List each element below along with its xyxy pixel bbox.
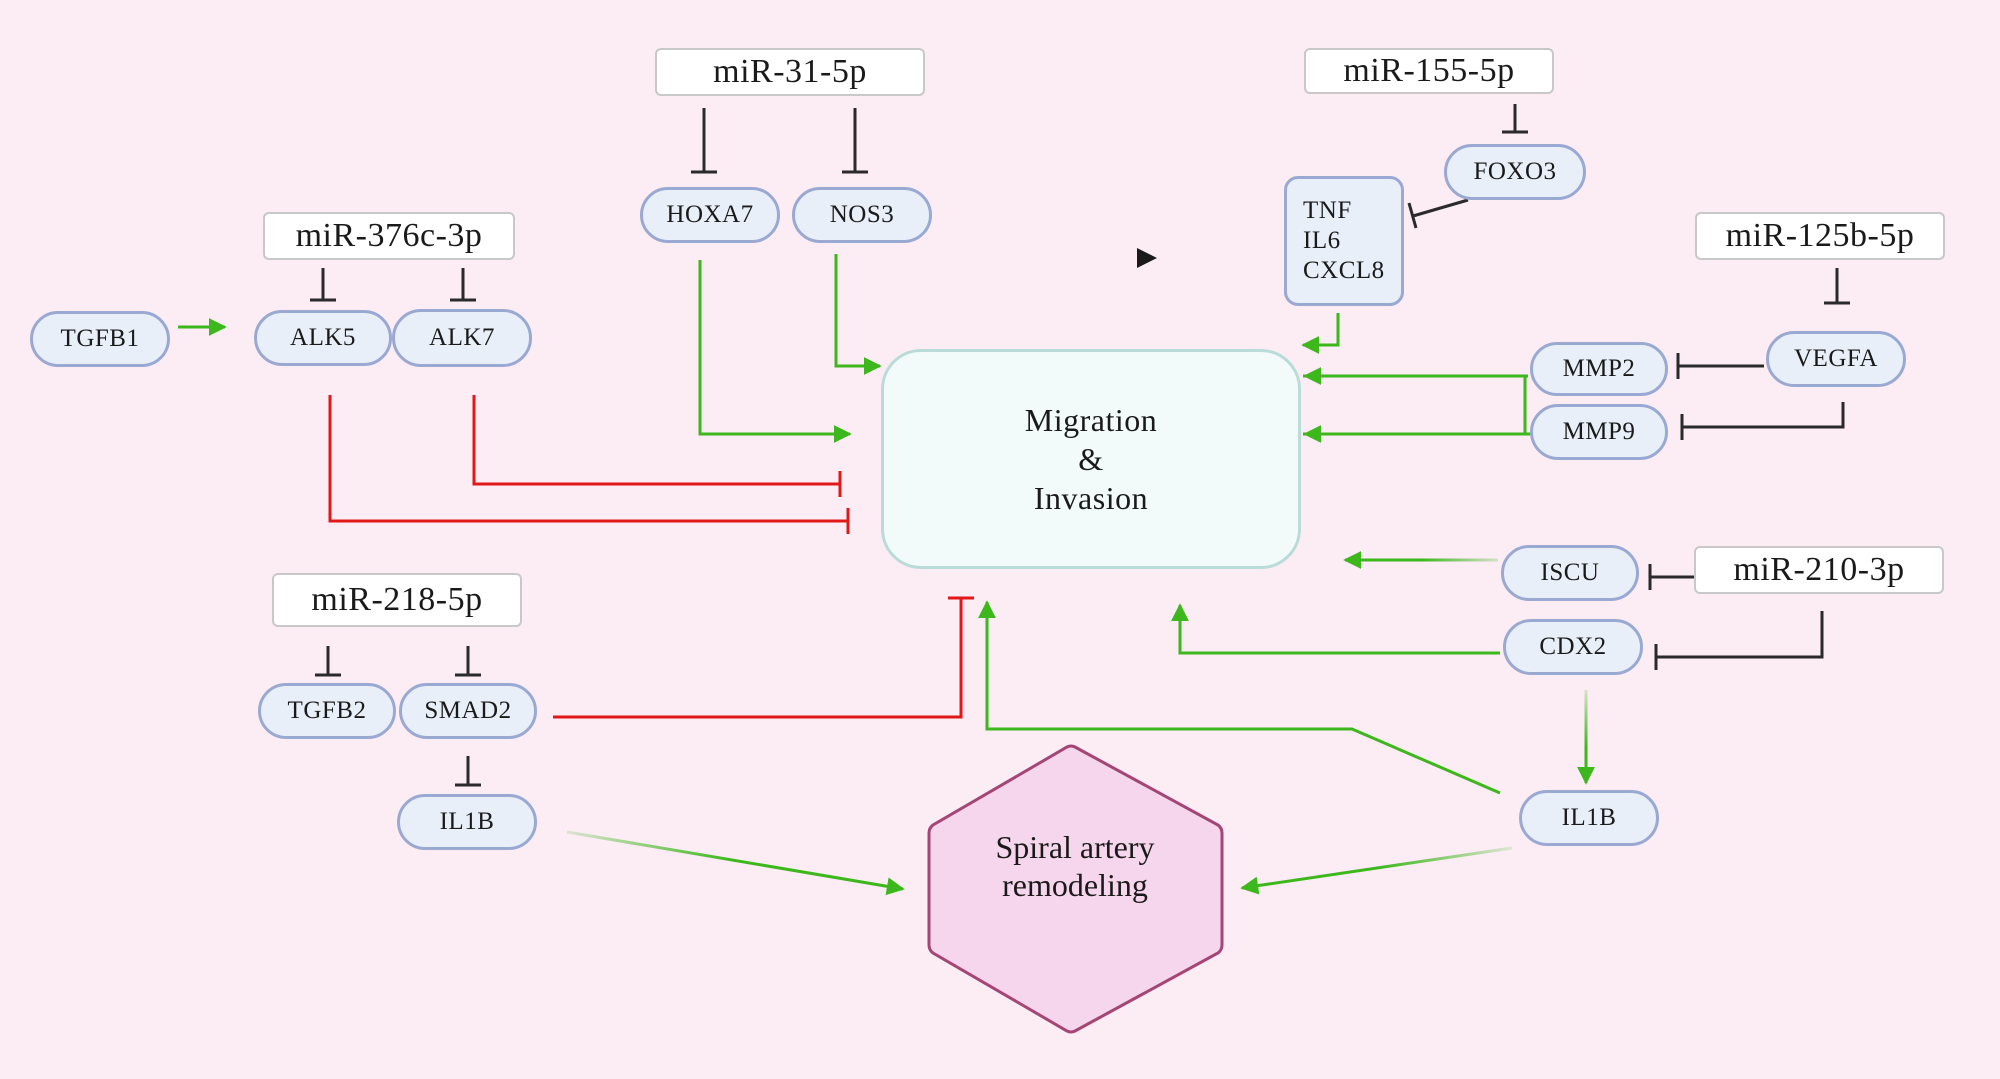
- gene-node-mmp9: MMP9: [1530, 404, 1668, 460]
- edge-nos3-hub: [834, 254, 882, 375]
- spiral-line-1: Spiral artery: [995, 829, 1155, 865]
- edge-alk7-hub: [472, 395, 842, 497]
- mirna-box-mir210: miR-210-3p: [1694, 546, 1944, 594]
- gene-node-il1b-right: IL1B: [1519, 790, 1659, 846]
- gene-node-hoxa7: HOXA7: [640, 187, 780, 243]
- edge-il1b-hub: [978, 600, 1501, 795]
- edge-cdx2-hub: [1171, 603, 1500, 655]
- edge-mir31-nos3: [842, 108, 868, 174]
- edge-vegfa-mmp9: [1680, 402, 1845, 440]
- gene-node-alk7: ALK7: [392, 309, 532, 367]
- mirna-box-mir155: miR-155-5p: [1304, 48, 1554, 94]
- edge-mir376c-alk5: [310, 268, 336, 302]
- edge-mir218-tgfb2: [315, 646, 341, 677]
- hub-line-1: Migration: [1024, 401, 1158, 438]
- edge-mir218-smad2: [455, 646, 481, 677]
- edge-vegfa-mmp2: [1676, 353, 1764, 379]
- gene-node-il1b-left: IL1B: [397, 794, 537, 850]
- cytokine-cxcl8: CXCL8: [1303, 257, 1385, 284]
- edge-mir210-cdx2: [1654, 611, 1824, 670]
- edge-mir31-hoxa7: [691, 108, 717, 174]
- edge-smad2-hub: [553, 596, 974, 719]
- gene-node-tgfb2: TGFB2: [258, 683, 396, 739]
- spiral-artery-remodeling-node: Spiral artery remodeling: [930, 828, 1220, 904]
- edge-mmp-hub: [1303, 374, 1532, 436]
- hub-line-3: Invasion: [1033, 479, 1149, 516]
- gene-node-foxo3: FOXO3: [1444, 144, 1586, 200]
- hub-line-2: &: [1078, 440, 1104, 477]
- mirna-box-mir31: miR-31-5p: [655, 48, 925, 96]
- edge-smad2-il1b: [455, 756, 481, 787]
- edge-cytokines-hub: [1301, 313, 1340, 354]
- gene-node-smad2: SMAD2: [399, 683, 537, 739]
- cytokine-tnf: TNF: [1303, 197, 1352, 224]
- edge-mir155-foxo3: [1502, 104, 1528, 134]
- spiral-line-2: remodeling: [1002, 867, 1148, 903]
- edge-mir210-iscu: [1648, 564, 1694, 590]
- edge-hoxa7-hub: [698, 260, 852, 443]
- mirna-box-mir125b: miR-125b-5p: [1695, 212, 1945, 260]
- gene-node-nos3: NOS3: [792, 187, 932, 243]
- migration-invasion-hub: Migration & Invasion: [881, 349, 1301, 569]
- edge-mir376c-alk7: [450, 268, 476, 302]
- edge-il1b-right-spiral: [1240, 846, 1513, 895]
- edge-alk5-hub: [328, 395, 850, 534]
- gene-node-mmp2: MMP2: [1530, 342, 1668, 396]
- mirna-box-mir376c: miR-376c-3p: [263, 212, 515, 260]
- gene-node-iscu: ISCU: [1501, 545, 1639, 601]
- cytokine-il6: IL6: [1303, 227, 1341, 254]
- gene-node-vegfa: VEGFA: [1766, 331, 1906, 387]
- mirna-box-mir218: miR-218-5p: [272, 573, 522, 627]
- gene-node-alk5: ALK5: [254, 310, 392, 366]
- gene-node-cdx2: CDX2: [1503, 619, 1643, 675]
- gene-node-tgfb1: TGFB1: [30, 311, 170, 367]
- edge-il1b-left-spiral: [566, 830, 905, 896]
- spiral-hexagon-shape: [927, 744, 1224, 1034]
- gene-node-cytokines: TNF IL6 CXCL8: [1284, 176, 1404, 306]
- edge-foxo3-cytokines: [1407, 198, 1469, 229]
- edge-mir125b-vegfa: [1824, 268, 1850, 305]
